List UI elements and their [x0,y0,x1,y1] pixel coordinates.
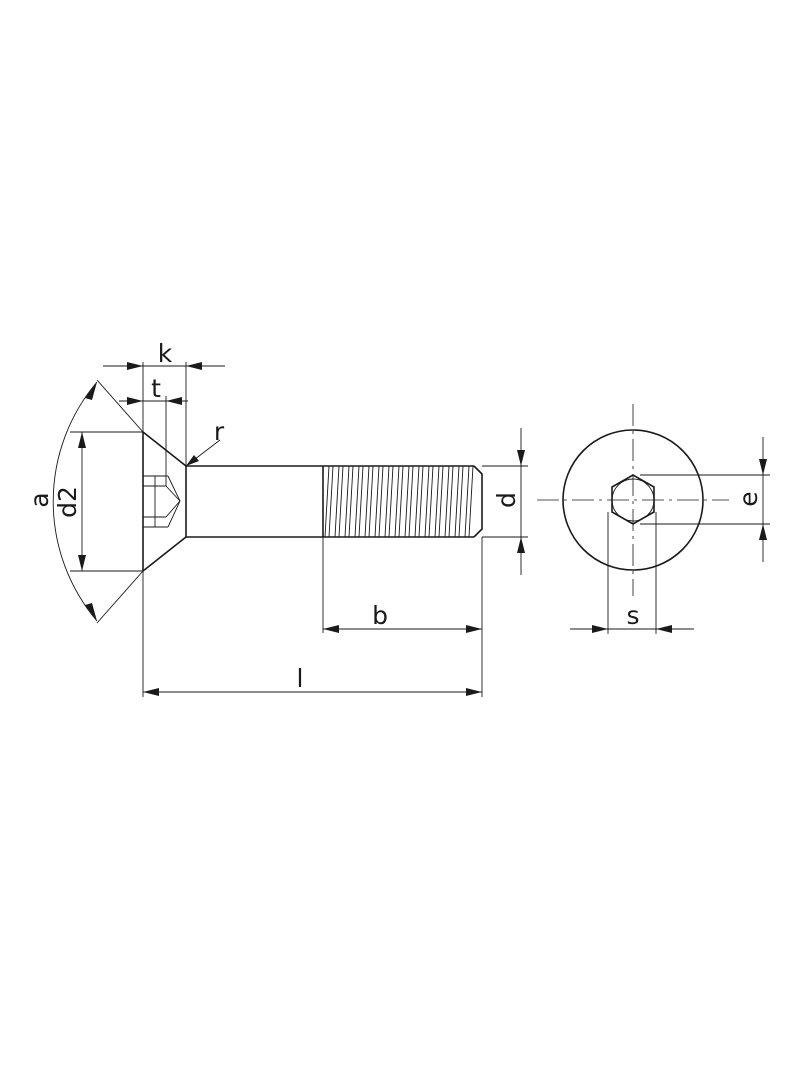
label-d: d [492,492,521,508]
thread-line [408,465,414,538]
thread-line [444,465,450,538]
thread-line [398,465,404,538]
thread-pattern [324,465,474,538]
thread-line [464,465,470,538]
thread-line [438,465,444,538]
thread-line [428,465,434,538]
thread-line [394,465,400,538]
label-e: e [734,491,763,506]
thread-line [378,465,384,538]
thread-line [458,465,464,538]
screw-end-view [537,404,729,596]
dimension-e [640,437,770,562]
dimension-a [52,379,144,624]
dimension-d2 [70,431,143,572]
thread-line [328,465,334,538]
thread-line [348,465,354,538]
thread-line [468,465,474,538]
thread-line [324,465,330,538]
thread-line [388,465,394,538]
thread-line [374,465,380,538]
label-s: s [626,601,639,630]
dimension-k [103,362,225,466]
label-b: b [372,601,388,630]
label-a: a [25,492,54,507]
thread-line [448,465,454,538]
thread-line [424,465,430,538]
thread-line [354,465,360,538]
screw-side-view [142,431,483,572]
thread-line [344,465,350,538]
label-d2: d2 [53,486,82,518]
thread-line [338,465,344,538]
label-t: t [151,374,161,403]
dimension-s [570,512,694,634]
label-k: k [158,339,173,368]
thread-line [368,465,374,538]
thread-line [404,465,410,538]
thread-line [454,465,460,538]
dimension-t [119,396,188,486]
thread-line [334,465,340,538]
thread-line [414,465,420,538]
dimension-l [142,571,482,697]
thread-line [384,465,390,538]
dimension-d [482,428,528,575]
label-l: l [297,664,304,693]
thread-line [364,465,370,538]
thread-line [358,465,364,538]
dimension-r [185,439,221,467]
thread-line [418,465,424,538]
label-r: r [214,417,225,446]
thread-line [434,465,440,538]
dimension-b [322,537,483,697]
